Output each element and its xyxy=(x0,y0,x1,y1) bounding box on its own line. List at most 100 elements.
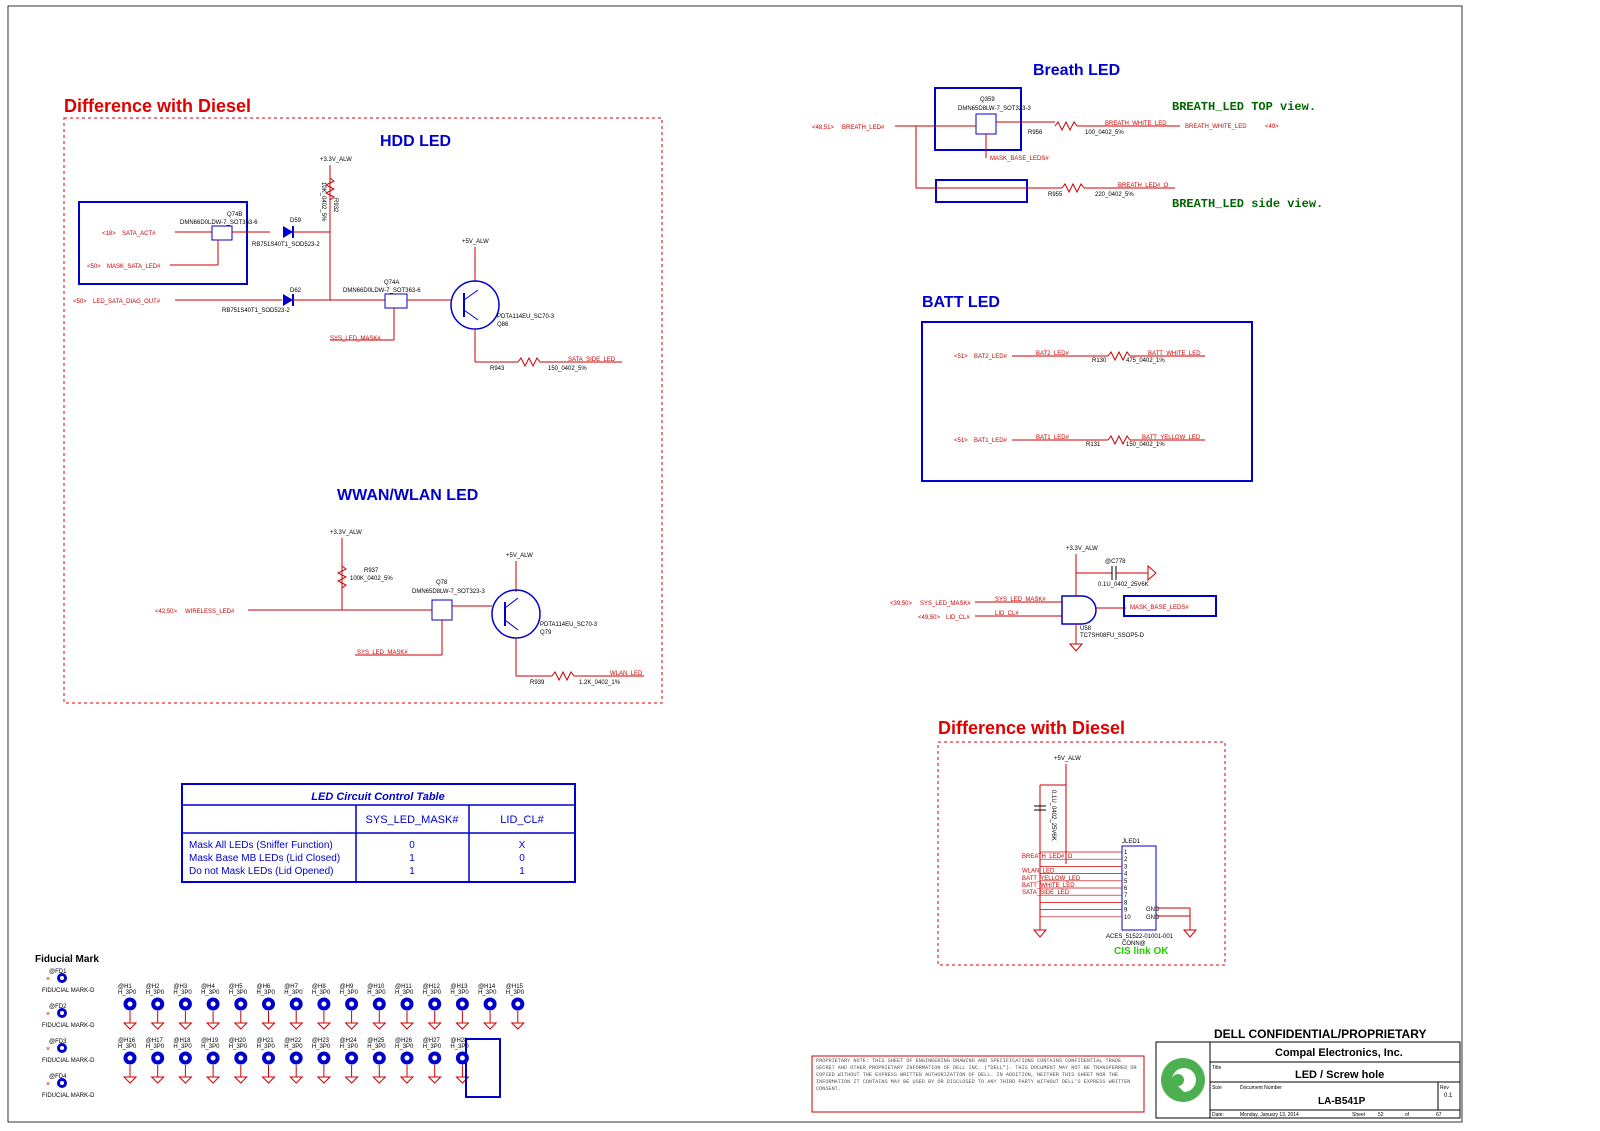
hole-part: H_3P0 xyxy=(229,1044,248,1050)
hole-ref: @H26 xyxy=(395,1038,413,1044)
table-row-mask: 1 xyxy=(409,866,415,877)
sheet-label: Sheet xyxy=(1352,1112,1366,1118)
r932-resistor xyxy=(324,177,336,201)
q74a-ref: Q74A xyxy=(384,280,399,286)
conn-pins: 12345678910BREATH_LED#_OWLAN_LEDBATT_YEL… xyxy=(1022,850,1131,921)
diff-box-top xyxy=(63,117,663,704)
u58-and-gate xyxy=(1061,595,1097,625)
hole-part: H_3P0 xyxy=(367,990,386,996)
r932-val: 10K_0402_5% xyxy=(320,182,326,222)
wwan-out-net: WLAN_LED xyxy=(610,671,643,677)
hole-ref: @H2 xyxy=(146,984,160,990)
gate-sys-net: SYS_LED_MASK# xyxy=(995,597,1046,603)
q86-ref: Q86 xyxy=(497,322,509,328)
hole-part: H_3P0 xyxy=(201,990,220,996)
r955-val: 220_0402_5% xyxy=(1095,192,1134,198)
fiducial-x: × xyxy=(46,1011,50,1018)
diff-box-bottom xyxy=(937,741,1226,966)
hole-part: H_3P0 xyxy=(395,1044,414,1050)
conn-conn: CONN@ xyxy=(1122,941,1146,947)
hole-ref: @H5 xyxy=(229,984,243,990)
q74a-fet xyxy=(384,293,408,309)
r932-ref: R932 xyxy=(332,198,338,213)
diag-label: LED_SATA_DIAG_OUT# xyxy=(93,299,161,305)
conn-pwr: +5V_ALW xyxy=(1054,756,1081,762)
table-row-label: Mask Base MB LEDs (Lid Closed) xyxy=(189,853,340,864)
wwan-title: WWAN/WLAN LED xyxy=(337,487,478,504)
hole-part: H_3P0 xyxy=(201,1044,220,1050)
r955-resistor xyxy=(1061,182,1085,194)
diag-ref: <50> xyxy=(73,299,87,305)
diff-title-bottom: Difference with Diesel xyxy=(938,718,1125,738)
doc-number: LA-B541P xyxy=(1318,1096,1366,1107)
compal-logo xyxy=(1161,1058,1205,1102)
table-row-mask: 1 xyxy=(409,853,415,864)
hole-ref: @H20 xyxy=(229,1038,247,1044)
date-label: Date: xyxy=(1212,1112,1224,1118)
gate-out-net: MASK_BASE_LEDS# xyxy=(1130,605,1189,611)
confidential-label: DELL CONFIDENTIAL/PROPRIETARY xyxy=(1214,1027,1426,1041)
hole-part: H_3P0 xyxy=(284,1044,303,1050)
r955-ref: R955 xyxy=(1048,192,1063,198)
sheet-total: 67 xyxy=(1436,1112,1442,1118)
hdd-pwr5: +5V_ALW xyxy=(462,239,489,245)
q78-ref: Q78 xyxy=(436,580,448,586)
breath-in-label: BREATH_LED# xyxy=(842,125,885,131)
r939-val: 1.2K_0402_1% xyxy=(579,680,621,686)
table-row-label: Do not Mask LEDs (Lid Opened) xyxy=(189,866,334,877)
hole-ref: @H17 xyxy=(146,1038,164,1044)
proprietary-note-box xyxy=(811,1055,1145,1113)
batt-white-net: BATT_WHITE_LED xyxy=(1148,351,1201,357)
sheet-of: of xyxy=(1405,1112,1410,1118)
wireless-label: WIRELESS_LED# xyxy=(185,609,235,615)
r956-resistor xyxy=(1054,120,1078,132)
r956-val: 100_0402_5% xyxy=(1085,130,1124,136)
title-label: Title xyxy=(1212,1065,1221,1071)
proprietary-note: PROPRIETARY NOTE: THIS SHEET OF ENGINEER… xyxy=(816,1058,1137,1092)
h28-highlight-box xyxy=(465,1038,501,1098)
hole-part: H_3P0 xyxy=(312,1044,331,1050)
table-title: LED Circuit Control Table xyxy=(311,791,444,803)
hole-ref: @H9 xyxy=(340,984,354,990)
conn-gnd2: GND xyxy=(1146,915,1160,921)
hole-ref: @H15 xyxy=(506,984,524,990)
title-value: LED / Screw hole xyxy=(1295,1069,1384,1081)
fiducial-ref: @FD1 xyxy=(49,969,67,975)
conn-cap-val: 0.1U_0402_25V6K xyxy=(1050,790,1056,841)
breath-out-ref: <49> xyxy=(1265,124,1279,130)
r943-val: 150_0402_5% xyxy=(548,366,587,372)
hole-part: H_3P0 xyxy=(146,990,165,996)
conn-pin-num: 8 xyxy=(1124,900,1128,906)
hole-ref: @H8 xyxy=(312,984,326,990)
hole-ref: @H16 xyxy=(118,1038,136,1044)
hole-part: H_3P0 xyxy=(229,990,248,996)
wwan-pwr5: +5V_ALW xyxy=(506,553,533,559)
mask-sata-ref: <50> xyxy=(87,264,101,270)
rev-label: Rev xyxy=(1440,1085,1449,1091)
hdd-q74b-box xyxy=(78,201,248,285)
wwan-pwr: +3.3V_ALW xyxy=(330,530,362,536)
r130-ref: R130 xyxy=(1092,358,1107,364)
size-label: Size xyxy=(1212,1085,1222,1091)
sheet-border xyxy=(7,5,1463,1123)
cis-link-ok: CIS link OK xyxy=(1114,946,1169,957)
fiducial-x: × xyxy=(46,1046,50,1053)
hole-part: H_3P0 xyxy=(395,990,414,996)
hole-ref: @H21 xyxy=(257,1038,275,1044)
d59-diode xyxy=(283,226,293,238)
hole-ref: @H18 xyxy=(173,1038,191,1044)
conn-pin-num: 4 xyxy=(1124,872,1128,878)
q359-part: DMN65D8LW-7_SOT323-3 xyxy=(958,106,1031,112)
breath-top-view: BREATH_LED TOP view. xyxy=(1172,100,1316,114)
conn-net-label: SATA_SIDE_LED xyxy=(1022,890,1070,896)
bat1-net: BAT1_LED# xyxy=(1036,435,1070,441)
hole-part: H_3P0 xyxy=(118,990,137,996)
r956-ref: R956 xyxy=(1028,130,1043,136)
q79-ref: Q79 xyxy=(540,630,552,636)
table-row-label: Mask All LEDs (Sniffer Function) xyxy=(189,840,333,851)
hole-ref: @H1 xyxy=(118,984,132,990)
hole-part: H_3P0 xyxy=(340,990,359,996)
table-row-lid: 0 xyxy=(519,853,525,864)
batt-box xyxy=(921,321,1253,482)
